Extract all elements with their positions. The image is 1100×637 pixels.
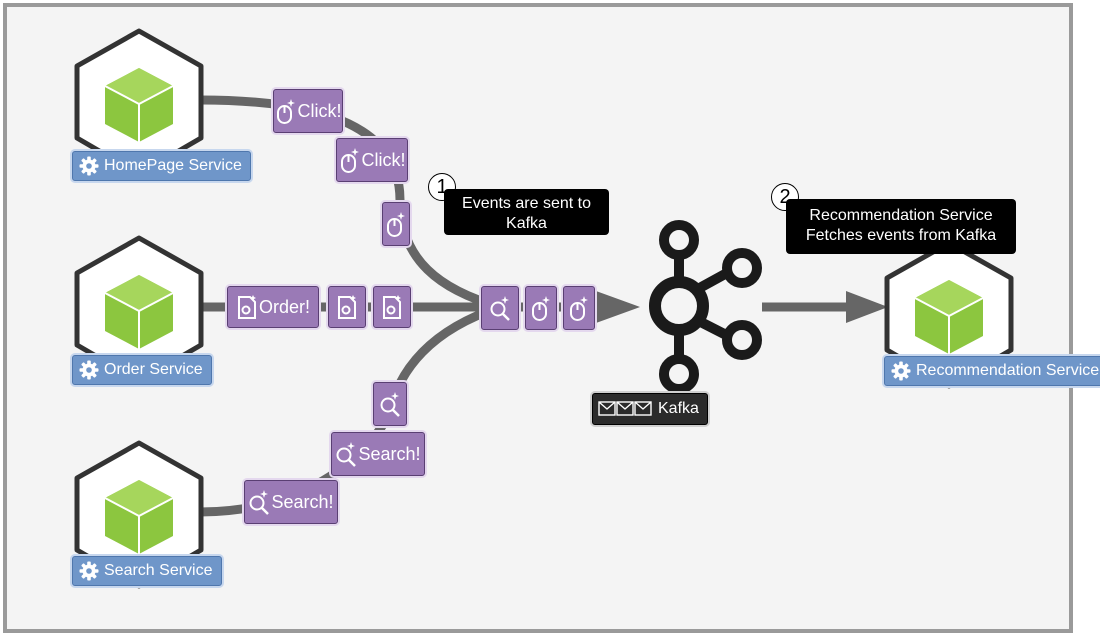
kafka-logo-icon <box>649 220 762 394</box>
gear-icon <box>79 156 99 176</box>
homepage-service-label: HomePage Service <box>72 151 251 181</box>
search-event-text: Search! <box>358 443 421 464</box>
click-event-badge-compact <box>563 286 595 330</box>
click-event-text: Click! <box>361 149 406 170</box>
mouse-click-icon <box>276 99 295 124</box>
click-event-badge-compact <box>382 202 410 246</box>
search-event-badge: Search! <box>244 480 338 524</box>
kafka-label-text: Kafka <box>658 400 699 417</box>
search-magnifier-icon <box>249 490 270 515</box>
step-2-callout: Recommendation Service Fetches events fr… <box>786 199 1016 254</box>
order-event-badge: Order! <box>227 286 319 328</box>
step-1-text-line-1: Events are sent to <box>462 195 591 212</box>
step-1-text-line-2: Kafka <box>506 215 547 232</box>
arrow-to-kafka <box>596 291 640 323</box>
search-event-badge-compact <box>373 382 407 426</box>
mouse-click-icon <box>570 296 588 321</box>
gear-icon <box>79 360 99 380</box>
gear-icon <box>79 561 99 581</box>
mouse-click-icon <box>340 148 359 173</box>
envelopes-icon <box>598 401 652 416</box>
click-event-text: Click! <box>297 100 342 121</box>
order-service-name: Order Service <box>104 361 203 378</box>
click-event-badge-compact <box>525 286 557 330</box>
step-2-text-line-2: Fetches events from Kafka <box>805 227 997 244</box>
order-document-icon <box>338 295 356 319</box>
click-event-badge: Click! <box>273 89 343 133</box>
order-service-label: Order Service <box>72 355 212 385</box>
mouse-click-icon <box>532 296 550 321</box>
click-event-badge: Click! <box>336 138 408 182</box>
order-event-badge-compact <box>328 286 366 328</box>
arrow-to-recommendation <box>846 291 888 323</box>
order-event-text: Order! <box>258 296 310 317</box>
search-event-badge: Search! <box>331 432 425 476</box>
gear-icon <box>891 361 911 381</box>
recommendation-service-name: Recommendation Service <box>916 362 1100 379</box>
search-magnifier-icon <box>490 296 510 321</box>
mouse-click-icon <box>387 212 405 237</box>
search-event-badge-compact <box>481 286 519 330</box>
recommendation-service-label: Recommendation Service <box>884 356 1100 386</box>
search-service-label: Search Service <box>72 556 222 586</box>
order-document-icon <box>383 295 401 319</box>
search-service-name: Search Service <box>104 562 213 579</box>
search-magnifier-icon <box>380 392 400 417</box>
homepage-service-name: HomePage Service <box>104 157 242 174</box>
order-event-badge-compact <box>373 286 411 328</box>
step-1-callout: Events are sent to Kafka <box>444 189 609 235</box>
order-document-icon <box>237 295 256 319</box>
search-event-text: Search! <box>271 491 334 512</box>
kafka-label: Kafka <box>592 393 708 425</box>
step-2-text-line-1: Recommendation Service <box>809 207 993 224</box>
search-magnifier-icon <box>336 442 357 467</box>
